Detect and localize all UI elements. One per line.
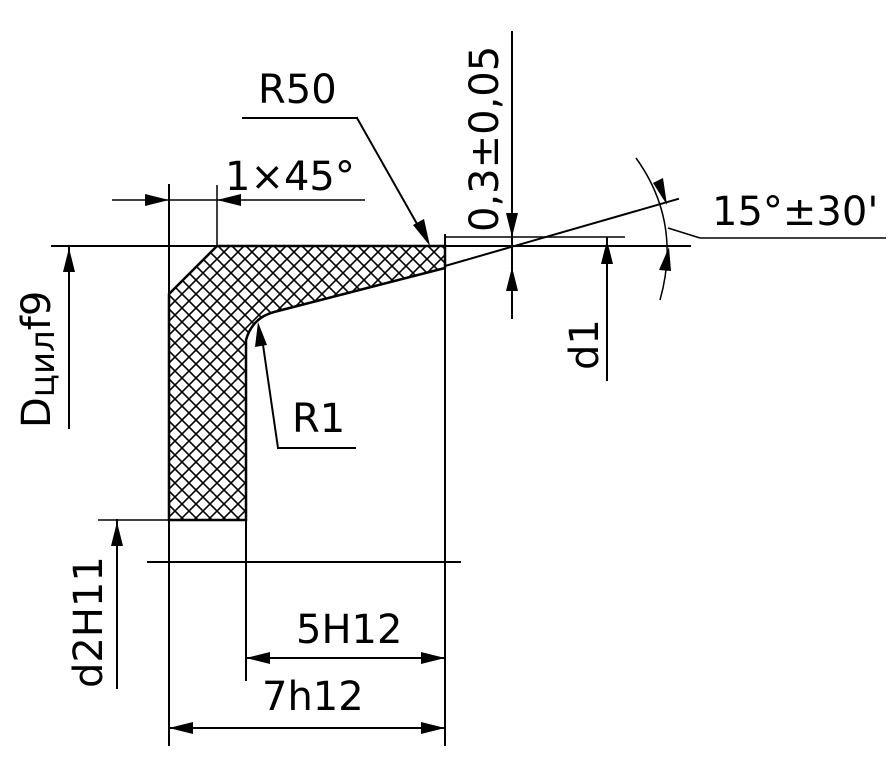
seal-section bbox=[167, 244, 447, 522]
slope-line bbox=[443, 197, 680, 268]
tolerance-arrow-top bbox=[506, 213, 518, 237]
r1-arrow bbox=[255, 322, 267, 347]
r50-arrow bbox=[413, 219, 430, 246]
chamfer-arrow-left bbox=[145, 194, 169, 206]
dcyl-label: Dцилf9 bbox=[14, 291, 63, 428]
angle-arrow-top bbox=[653, 178, 667, 205]
dcyl-label-main: D bbox=[14, 397, 60, 428]
w7-arrow-left bbox=[169, 722, 193, 734]
dcyl-label-sub: цил bbox=[23, 330, 63, 397]
r50-leader bbox=[355, 116, 427, 240]
tolerance-label: 0,3±0,05 bbox=[462, 46, 508, 232]
tolerance-arrow-bottom bbox=[506, 267, 518, 291]
w5-arrow-right bbox=[421, 652, 445, 664]
w7-label: 7h12 bbox=[262, 674, 364, 720]
w5-label: 5H12 bbox=[296, 607, 402, 653]
w5-arrow-left bbox=[246, 652, 270, 664]
chamfer-label: 1×45° bbox=[225, 154, 355, 200]
d2-label: d2H11 bbox=[66, 556, 112, 688]
d1-label: d1 bbox=[562, 319, 608, 370]
w7-arrow-right bbox=[421, 722, 445, 734]
r50-label: R50 bbox=[258, 67, 337, 113]
angle-arc bbox=[635, 157, 668, 301]
r1-leader bbox=[260, 336, 280, 450]
dcyl-label-fit: f9 bbox=[14, 291, 60, 331]
angle-leader bbox=[667, 227, 701, 239]
chamfer-arrow-right bbox=[217, 194, 241, 206]
dcyl-arrow bbox=[63, 248, 75, 272]
d1-arrow bbox=[601, 240, 613, 264]
d2-arrow bbox=[111, 522, 123, 546]
angle-label: 15°±30' bbox=[712, 189, 878, 235]
r1-label: R1 bbox=[292, 396, 345, 442]
angle-arrow-bottom bbox=[659, 247, 671, 271]
